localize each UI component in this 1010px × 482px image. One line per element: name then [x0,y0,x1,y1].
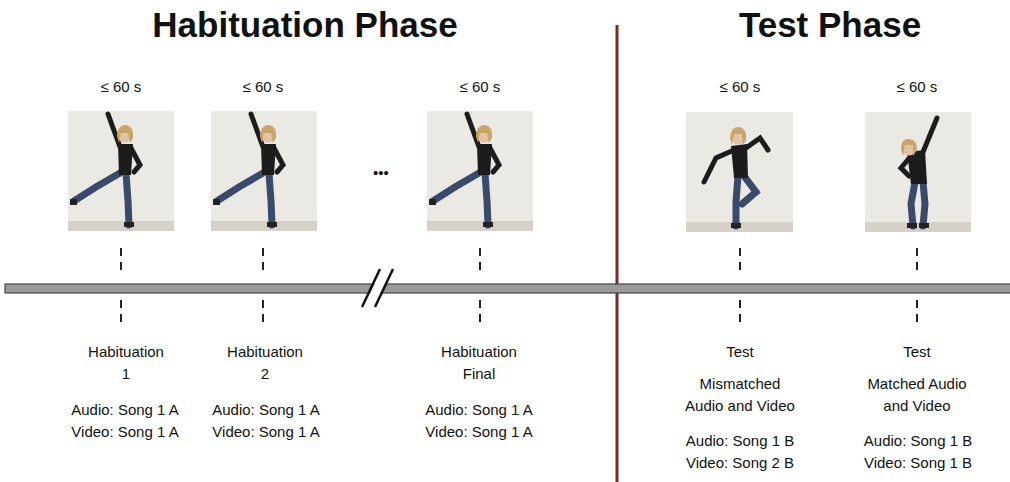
phase-heading: Habituation Phase [152,0,457,50]
trial-name: Habituation Final [438,341,520,385]
duration-label: ≤ 60 s [897,76,938,98]
dancer-photo [211,111,317,231]
ellipsis-dots: ••• [373,162,389,184]
video-label: Video: Song 1 B [864,452,972,474]
duration-label: ≤ 60 s [243,76,284,98]
dancer-photo [865,112,971,232]
audio-label: Audio: Song 1 B [686,430,794,452]
duration-label: ≤ 60 s [101,76,142,98]
timeline-bar [5,284,1010,293]
trial-name: Test [726,341,754,363]
video-label: Video: Song 1 A [425,421,532,443]
audio-label: Audio: Song 1 A [425,399,533,421]
audio-label: Audio: Song 1 A [71,399,179,421]
duration-label: ≤ 60 s [460,76,501,98]
audio-label: Audio: Song 1 A [212,399,320,421]
trial-name: Test [903,341,931,363]
timeline-break-mark [375,269,393,307]
video-label: Video: Song 2 B [686,452,794,474]
phase-divider [616,25,619,482]
duration-label: ≤ 60 s [720,76,761,98]
condition-label: Matched Audio and Video [858,373,976,417]
video-label: Video: Song 1 A [212,421,319,443]
dancer-photo [427,111,533,231]
dancer-photo [686,112,793,232]
timeline-ticks [121,248,917,328]
condition-label: Mismatched Audio and Video [681,373,799,417]
audio-label: Audio: Song 1 B [864,430,972,452]
phase-heading: Test Phase [739,0,921,50]
dancer-photo [68,111,174,231]
trial-name: Habituation 1 [85,341,167,385]
video-label: Video: Song 1 A [71,421,178,443]
trial-name: Habituation 2 [224,341,306,385]
